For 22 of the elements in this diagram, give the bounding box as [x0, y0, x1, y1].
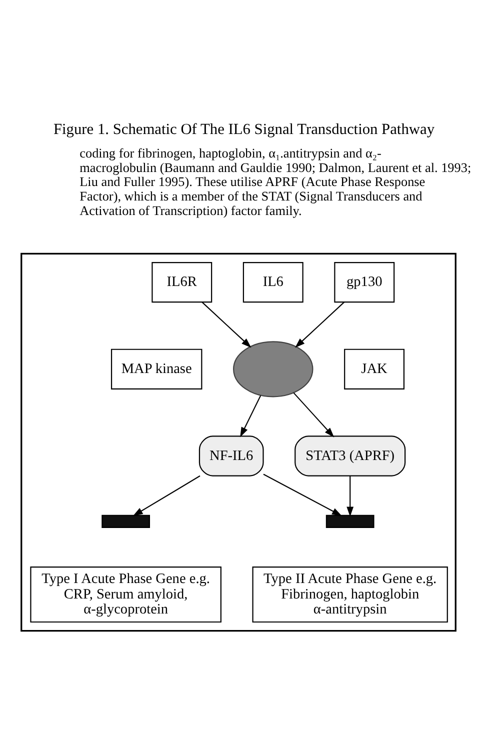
node-box: STAT3 (APRF) — [294, 435, 406, 476]
node-box: Type II Acute Phase Gene e.g. Fibrinogen, haptoglobin α-antitrypsin — [252, 566, 448, 622]
node-box: gp130 — [334, 261, 395, 302]
arrow — [293, 392, 334, 437]
node-box: MAP kinase — [110, 348, 202, 389]
node-box: IL6 — [242, 261, 304, 302]
node-box: NF-IL6 — [198, 435, 264, 476]
node-box: JAK — [344, 348, 404, 389]
arrow — [295, 301, 344, 348]
node-bar — [326, 514, 374, 528]
arrow — [132, 474, 200, 516]
node-box: Type I Acute Phase Gene e.g. CRP, Serum amyloid, α-glycoprotein — [30, 566, 222, 622]
arrow — [240, 394, 262, 437]
arrow — [263, 473, 342, 516]
arrow — [346, 476, 354, 516]
node-box: IL6R — [152, 261, 212, 302]
label: coding for fibrinogen, haptoglobin, α₁.antitrypsin and α₂-macroglobulin (Baumann and Gauldie 1990; Dalmon, Laurent et al. 1993; Liu and Fuller 1995). These utilise APRF (Acute Phase Response Factor), which is a member of the STAT (Signal Transducers and Activation of Transcription) factor family. — [80, 145, 472, 218]
node-bar — [102, 514, 150, 528]
arrow — [202, 301, 252, 348]
node-ellipse — [233, 340, 314, 397]
caption: Figure 1. Schematic Of The IL6 Signal Transduction Pathway — [53, 120, 435, 138]
cluster — [20, 252, 456, 632]
